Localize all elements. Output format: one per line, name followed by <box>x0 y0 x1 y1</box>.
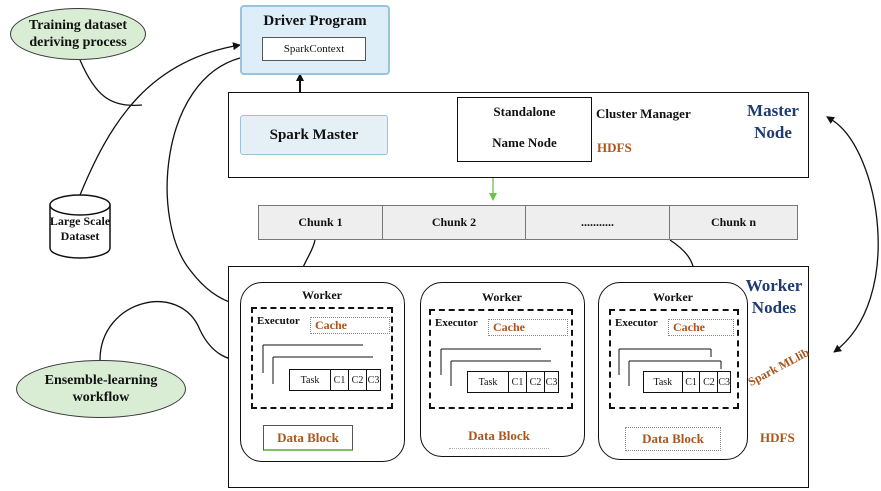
data-block: Data Block <box>263 425 353 451</box>
executor-label: Executor <box>435 317 478 329</box>
task-label: Task <box>653 376 673 388</box>
worker-nodes-title-line1: Worker <box>745 276 803 295</box>
standalone-label: Standalone <box>493 104 556 119</box>
worker-nodes-title: Worker Nodes <box>740 275 808 319</box>
spark-master-box: Spark Master <box>240 115 388 155</box>
task-cell: C1 <box>508 372 526 392</box>
worker-title: Worker <box>653 289 693 304</box>
task-label: Task <box>300 374 320 386</box>
cache-box: Cache <box>668 319 734 336</box>
task-stack-lines <box>262 344 373 384</box>
spark-context-box: SparkContext <box>262 37 366 61</box>
ensemble-workflow-label: Ensemble-learning workflow <box>44 373 158 405</box>
master-node-title-line2: Node <box>754 123 792 142</box>
ensemble-to-executor-arrow <box>99 301 247 365</box>
worker-3: Worker Executor Cache Task C1 C2 C3 Data… <box>598 282 748 460</box>
dataset-to-driver-arrow <box>77 42 241 201</box>
task-cell: C2 <box>699 372 717 392</box>
worker-hdfs-label: HDFS <box>760 430 795 445</box>
name-node-label: Name Node <box>492 135 557 150</box>
executor-box: Executor Cache Task C1 C2 C3 <box>251 307 393 409</box>
worker-2: Worker Executor Cache Task C1 C2 C3 Data… <box>420 282 585 457</box>
cluster-manager-label: Cluster Manager <box>596 106 691 121</box>
ensemble-workflow-ellipse: Ensemble-learning workflow <box>16 360 186 418</box>
driver-program-title: Driver Program <box>263 12 367 29</box>
large-dataset-cylinder <box>49 194 111 259</box>
chunk-1: Chunk 1 <box>258 205 383 240</box>
task-cell: C3 <box>544 372 558 392</box>
task-cell: C1 <box>681 372 700 392</box>
task-cell: C3 <box>717 372 730 392</box>
task-cell: C2 <box>348 370 366 390</box>
data-block: Data Block <box>625 427 721 451</box>
worker-nodes-title-line2: Nodes <box>751 298 797 317</box>
task-stack-lines <box>440 348 551 386</box>
cache-box: Cache <box>310 317 390 334</box>
large-dataset-label: Large Scale Dataset <box>49 214 111 243</box>
worker-1: Worker Executor Cache Task C1 C2 C3 Data… <box>240 282 405 462</box>
task-row: Task C1 C2 C3 <box>643 371 731 393</box>
task-cell: C1 <box>330 370 348 390</box>
driver-program-box: Driver Program SparkContext <box>240 5 390 75</box>
cache-box: Cache <box>488 319 568 336</box>
master-hdfs-label: HDFS <box>597 140 632 155</box>
right-arc <box>826 116 879 353</box>
worker-title: Worker <box>482 289 522 304</box>
executor-box: Executor Cache Task C1 C2 C3 <box>609 309 739 409</box>
driver-to-worker-arrow <box>166 57 241 307</box>
task-cell: C3 <box>366 370 380 390</box>
master-node-title-line1: Master <box>747 101 799 120</box>
task-row: Task C1 C2 C3 <box>467 371 559 393</box>
executor-label: Executor <box>615 317 658 329</box>
task-label: Task <box>478 376 498 388</box>
chunk-n: Chunk n <box>669 205 798 240</box>
worker-title: Worker <box>302 287 342 302</box>
executor-box: Executor Cache Task C1 C2 C3 <box>429 309 573 409</box>
task-stack-lines <box>618 348 722 386</box>
chunk-ellipsis: ........... <box>525 205 670 240</box>
standalone-namenode-box: Standalone Name Node <box>457 97 592 162</box>
task-row: Task C1 C2 C3 <box>289 369 381 391</box>
training-process-ellipse: Training dataset deriving process <box>10 8 146 60</box>
master-node-title: Master Node <box>738 100 808 144</box>
chunk-2: Chunk 2 <box>382 205 526 240</box>
training-to-driver-arrow <box>79 59 143 107</box>
training-process-label: Training dataset deriving process <box>28 18 128 50</box>
executor-label: Executor <box>257 315 300 327</box>
data-block: Data Block <box>449 423 549 449</box>
task-cell: C2 <box>526 372 544 392</box>
